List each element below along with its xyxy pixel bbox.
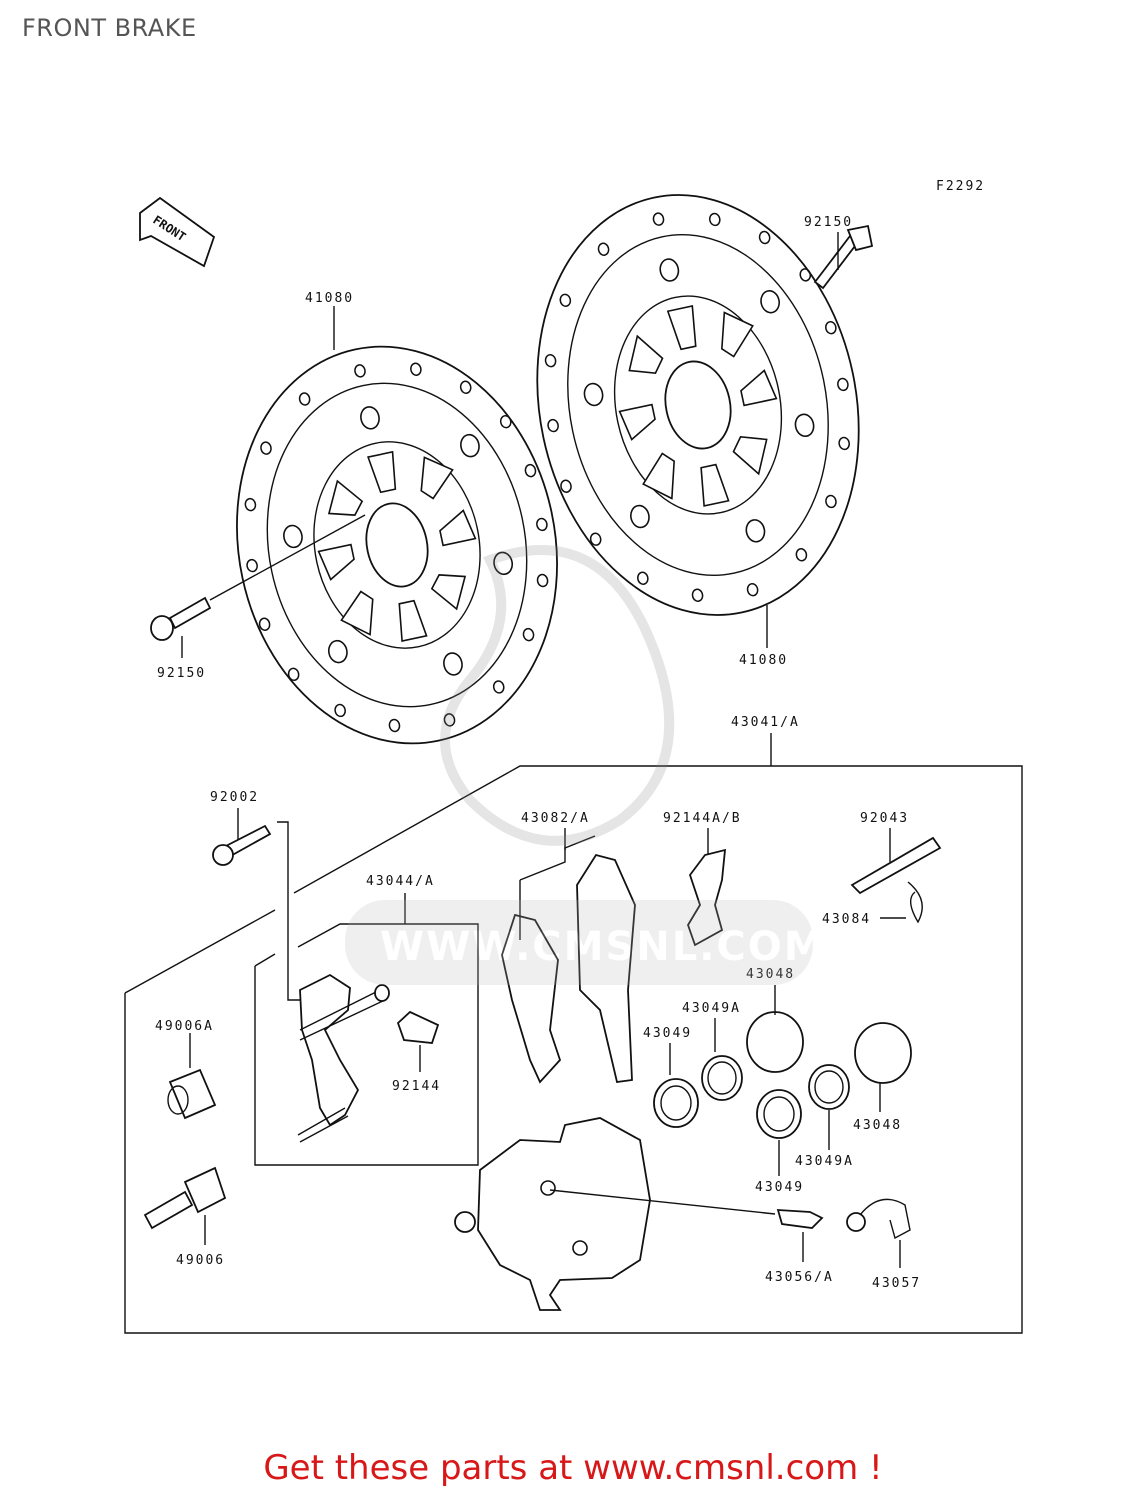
spring-92144ab[interactable] [687,848,727,947]
label-43048-right: 43048 [853,1118,902,1133]
label-43049a-bottom: 43049A [795,1154,854,1169]
disc-bolt-right[interactable] [813,224,874,290]
label-92150-left: 92150 [157,666,206,681]
seal-43049-top[interactable] [653,1078,699,1128]
label-43056a: 43056/A [765,1270,834,1285]
label-43049a-top: 43049A [682,1001,741,1016]
label-41080-right: 41080 [739,653,788,668]
label-43084: 43084 [822,912,871,927]
piston-43048-top[interactable] [746,1011,804,1073]
seal-43049-bottom[interactable] [756,1089,802,1139]
label-43057: 43057 [872,1276,921,1291]
label-92043: 92043 [860,811,909,826]
front-arrow-icon: FRONT [139,196,216,268]
bleeder-valve[interactable] [776,1209,824,1229]
bolt-92002[interactable] [212,824,272,866]
label-49006: 49006 [176,1253,225,1268]
figure-code: F2292 [936,179,985,194]
piston-43048-right[interactable] [854,1022,912,1084]
label-41080-left: 41080 [305,291,354,306]
label-43082a: 43082/A [521,811,590,826]
spring-92144[interactable] [396,1010,440,1044]
label-92002: 92002 [210,790,259,805]
clip-43084[interactable] [907,881,923,924]
pin-92043[interactable] [850,836,942,895]
label-92150-right: 92150 [804,215,853,230]
label-92144ab: 92144A/B [663,811,742,826]
cmsnl-watermark: WWW.CMSNL.COM [345,545,826,985]
seal-43049a-top[interactable] [701,1055,743,1101]
label-43049-bottom: 43049 [755,1180,804,1195]
brake-pads[interactable] [501,853,636,1084]
bleeder-cap[interactable] [846,1198,911,1240]
pin-49006[interactable] [143,1166,227,1230]
label-43041a: 43041/A [731,715,800,730]
brake-disc-right[interactable] [499,165,896,645]
seal-43049a-bottom[interactable] [808,1064,850,1110]
caliper-body[interactable] [454,1117,651,1311]
page-title: FRONT BRAKE [22,14,197,42]
label-49006a: 49006A [155,1019,214,1034]
brake-disc-left[interactable] [201,317,593,774]
svg-text:WWW.CMSNL.COM: WWW.CMSNL.COM [380,924,826,970]
caliper-bracket[interactable] [297,973,390,1143]
label-92144: 92144 [392,1079,441,1094]
label-43048-top: 43048 [746,967,795,982]
footer-link[interactable]: Get these parts at www.cmsnl.com ! [263,1448,883,1488]
disc-bolt-left[interactable] [150,596,212,641]
label-43049-top: 43049 [643,1026,692,1041]
boot-49006a[interactable] [167,1068,217,1120]
label-43044a: 43044/A [366,874,435,889]
